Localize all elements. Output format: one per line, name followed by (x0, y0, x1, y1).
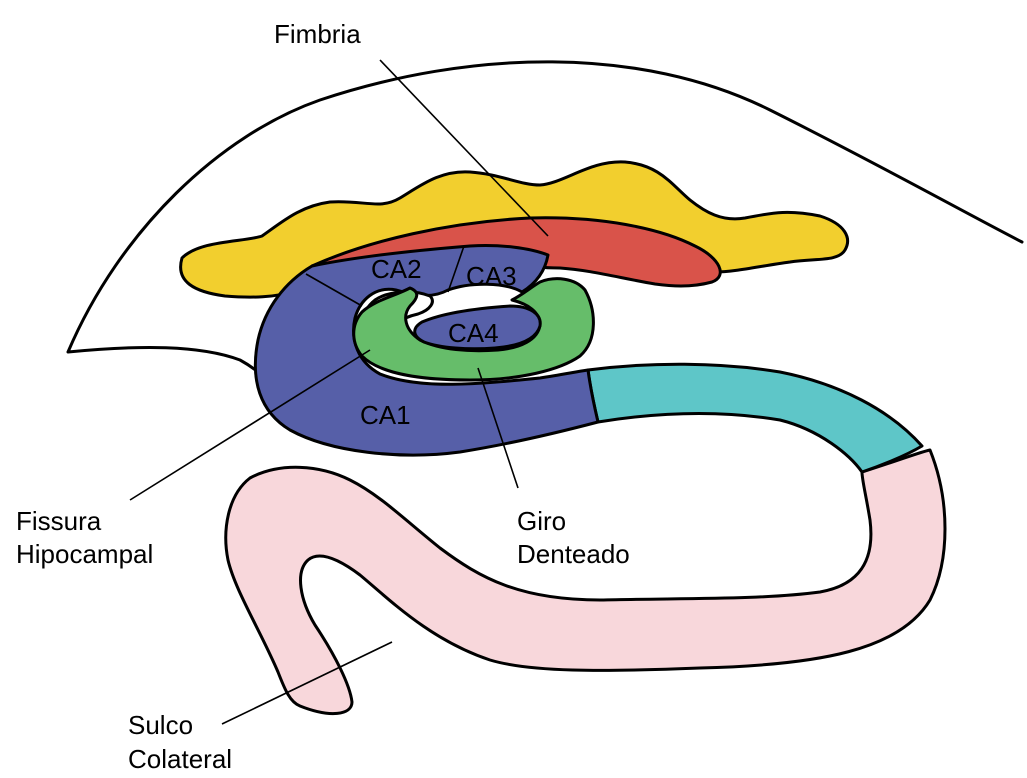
fimbria-label: Fimbria (274, 19, 361, 49)
giro-label-line1: Giro (517, 506, 566, 536)
fissura-label-line1: Fissura (16, 506, 102, 536)
fissura-label-line2: Hipocampal (16, 539, 153, 569)
ca1-label: CA1 (360, 400, 411, 430)
ca3-label: CA3 (466, 261, 517, 291)
subiculum-region (588, 364, 922, 472)
ca2-label: CA2 (371, 254, 422, 284)
sulco-label-line2: Colateral (128, 744, 232, 774)
ca4-label: CA4 (448, 318, 499, 348)
giro-label-line2: Denteado (517, 539, 630, 569)
sulco-label-line1: Sulco (128, 710, 193, 740)
parahippocampal-region (226, 450, 945, 714)
